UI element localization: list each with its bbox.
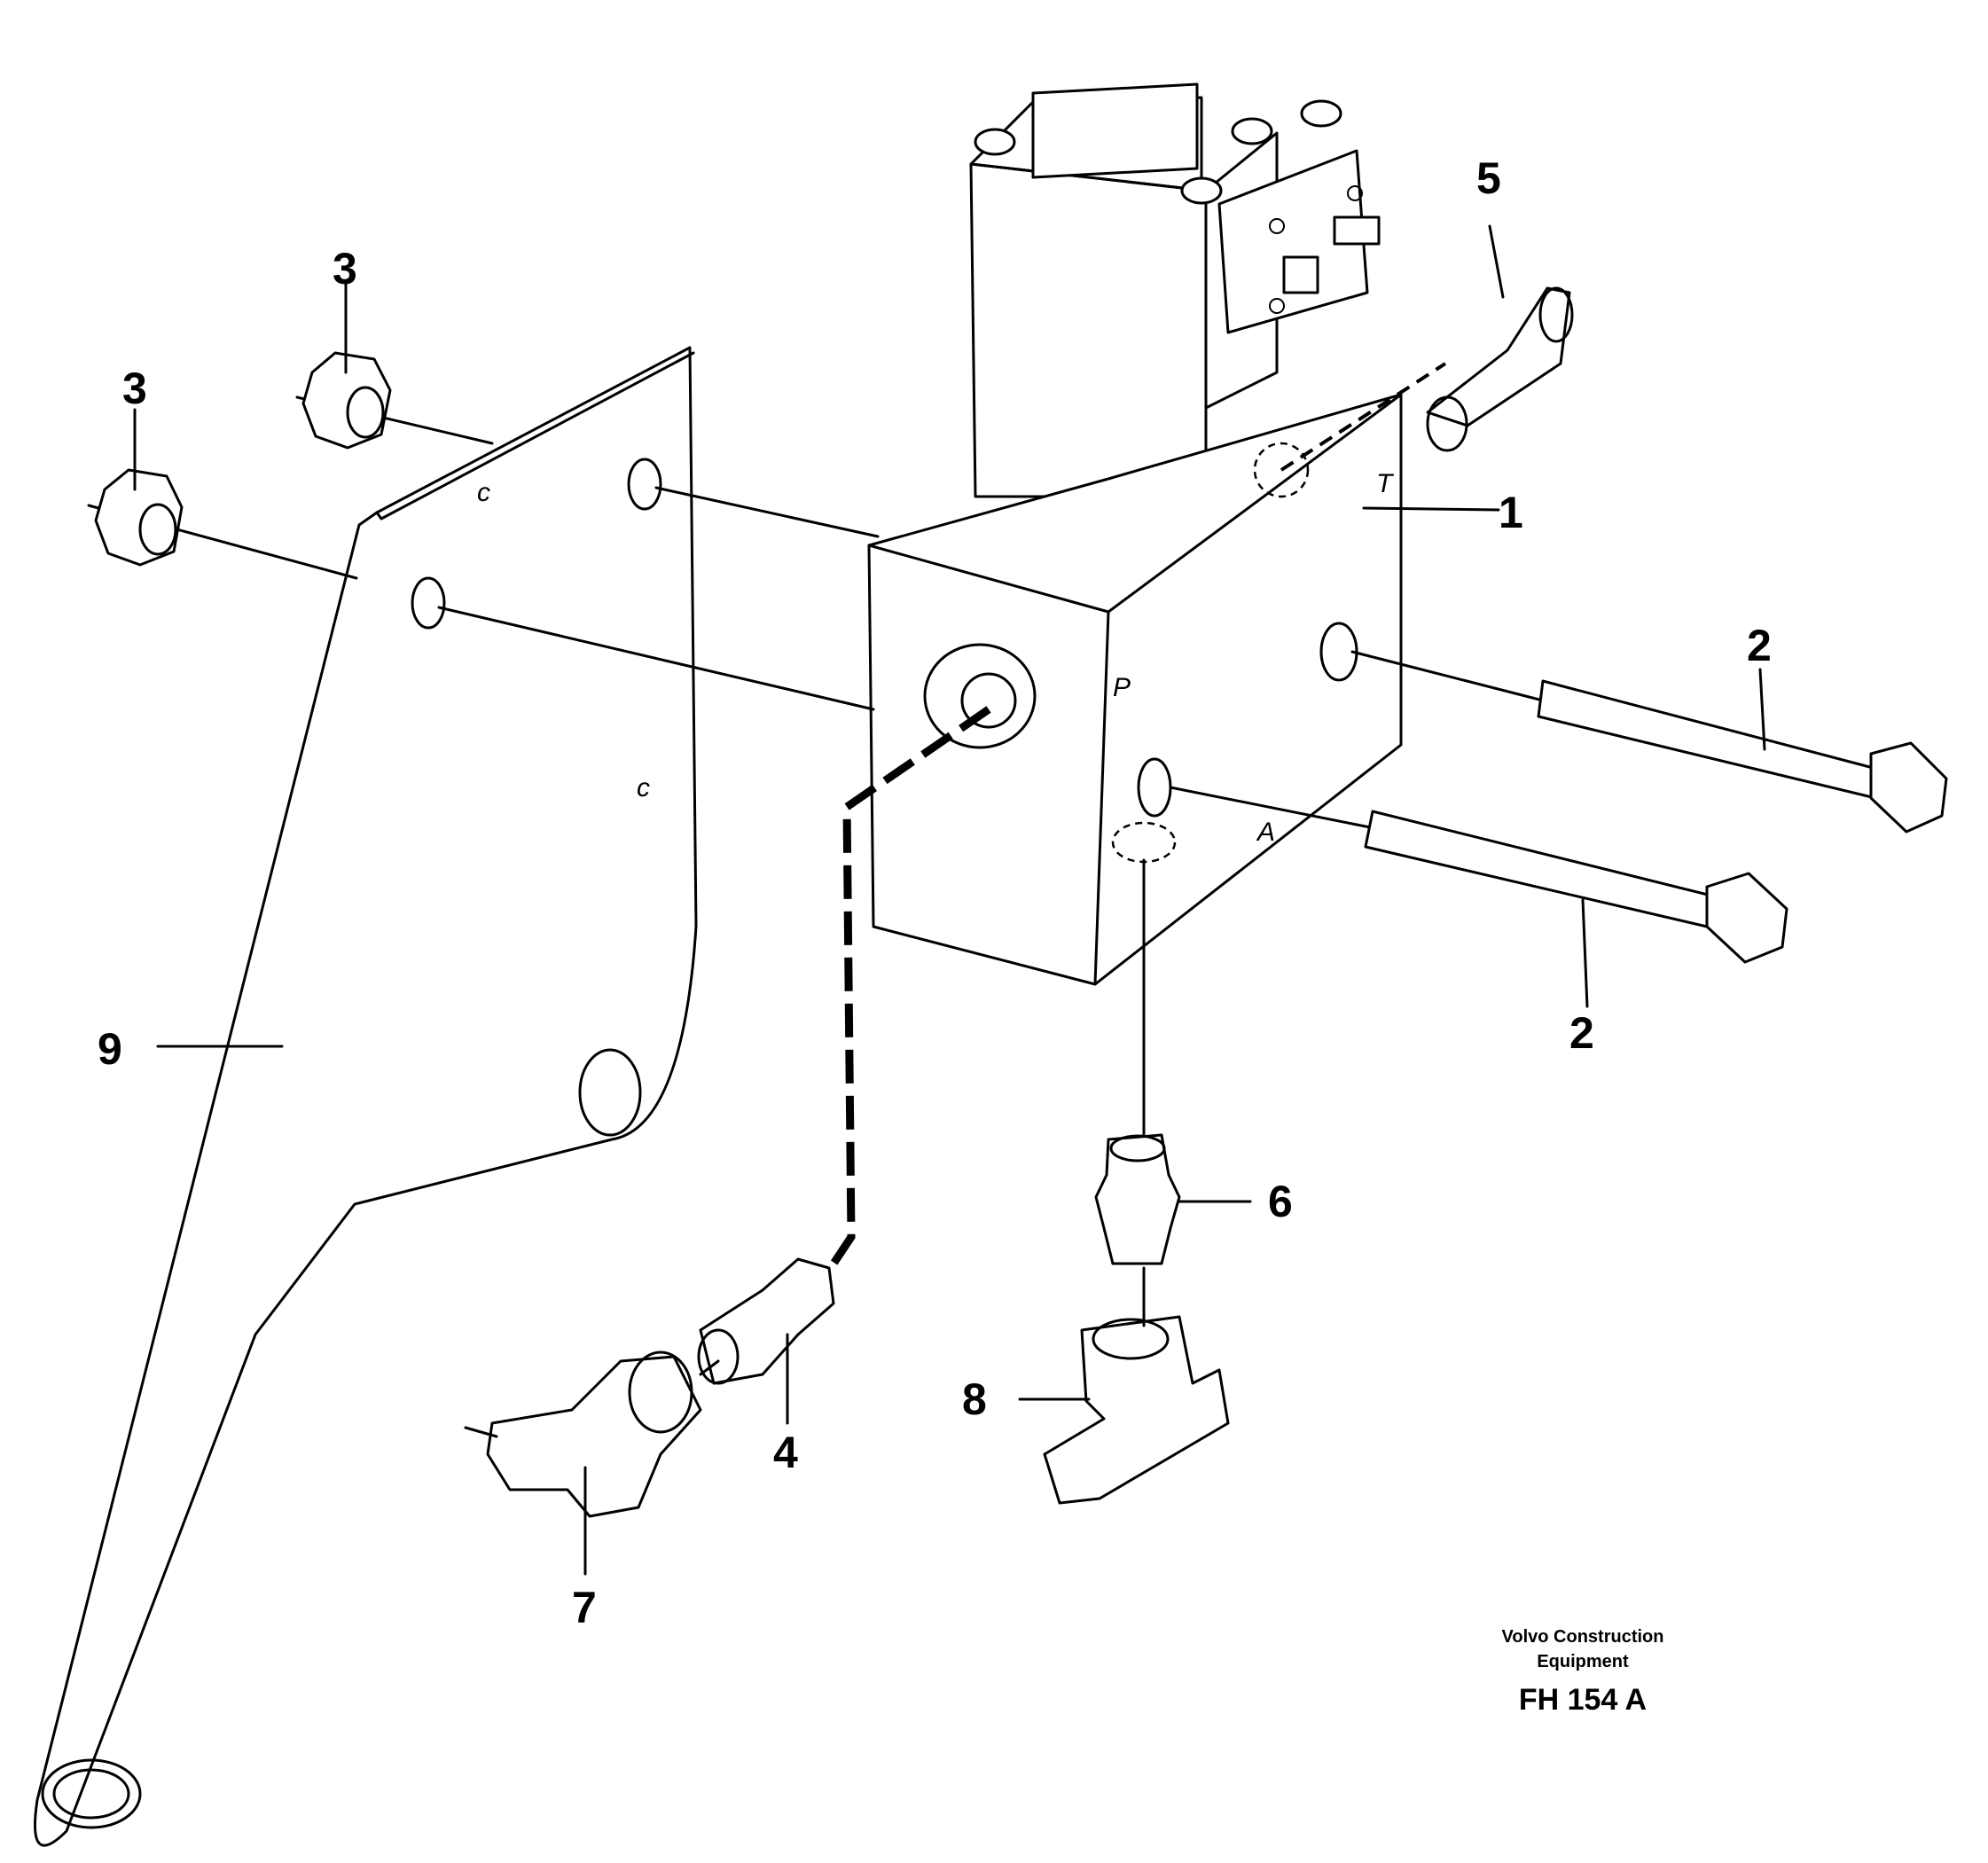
port-label-a: A	[1256, 818, 1275, 847]
valve-block-part-1	[867, 82, 1403, 986]
callout-3-lower: 3	[122, 364, 147, 413]
bolt-part-2-upper	[1537, 679, 1948, 834]
credit-line-1: Volvo Construction	[1502, 1627, 1664, 1647]
nipple-part-4	[697, 1257, 835, 1385]
port-label-t: T	[1376, 469, 1395, 498]
callout-5: 5	[1476, 153, 1501, 203]
callout-2-upper: 2	[1747, 621, 1772, 670]
port-label-c-lower: c	[637, 773, 650, 802]
port-label-p: P	[1113, 673, 1131, 702]
callout-9: 9	[98, 1024, 122, 1074]
callout-2-lower: 2	[1569, 1008, 1594, 1058]
credit-line-2: Equipment	[1537, 1652, 1629, 1671]
nut-part-3-upper	[301, 351, 392, 450]
callout-7: 7	[572, 1583, 597, 1632]
callout-4: 4	[773, 1428, 798, 1477]
bracket-part-9	[34, 346, 698, 1847]
leader-lines	[133, 224, 1766, 1576]
nut-part-3-lower	[94, 468, 184, 567]
port-label-c-upper: c	[477, 478, 490, 507]
nipple-part-6	[1094, 1133, 1181, 1265]
nipple-part-5	[1426, 286, 1574, 452]
elbow-fitting-part-7	[464, 1350, 720, 1518]
bolt-part-2-lower	[1364, 810, 1788, 964]
callout-1: 1	[1499, 488, 1523, 537]
callout-6: 6	[1268, 1177, 1293, 1226]
figure-code: FH 154 A	[1519, 1683, 1647, 1717]
callout-8: 8	[962, 1374, 987, 1424]
tee-fitting-part-8	[1043, 1266, 1230, 1505]
callout-3-upper: 3	[333, 244, 357, 294]
